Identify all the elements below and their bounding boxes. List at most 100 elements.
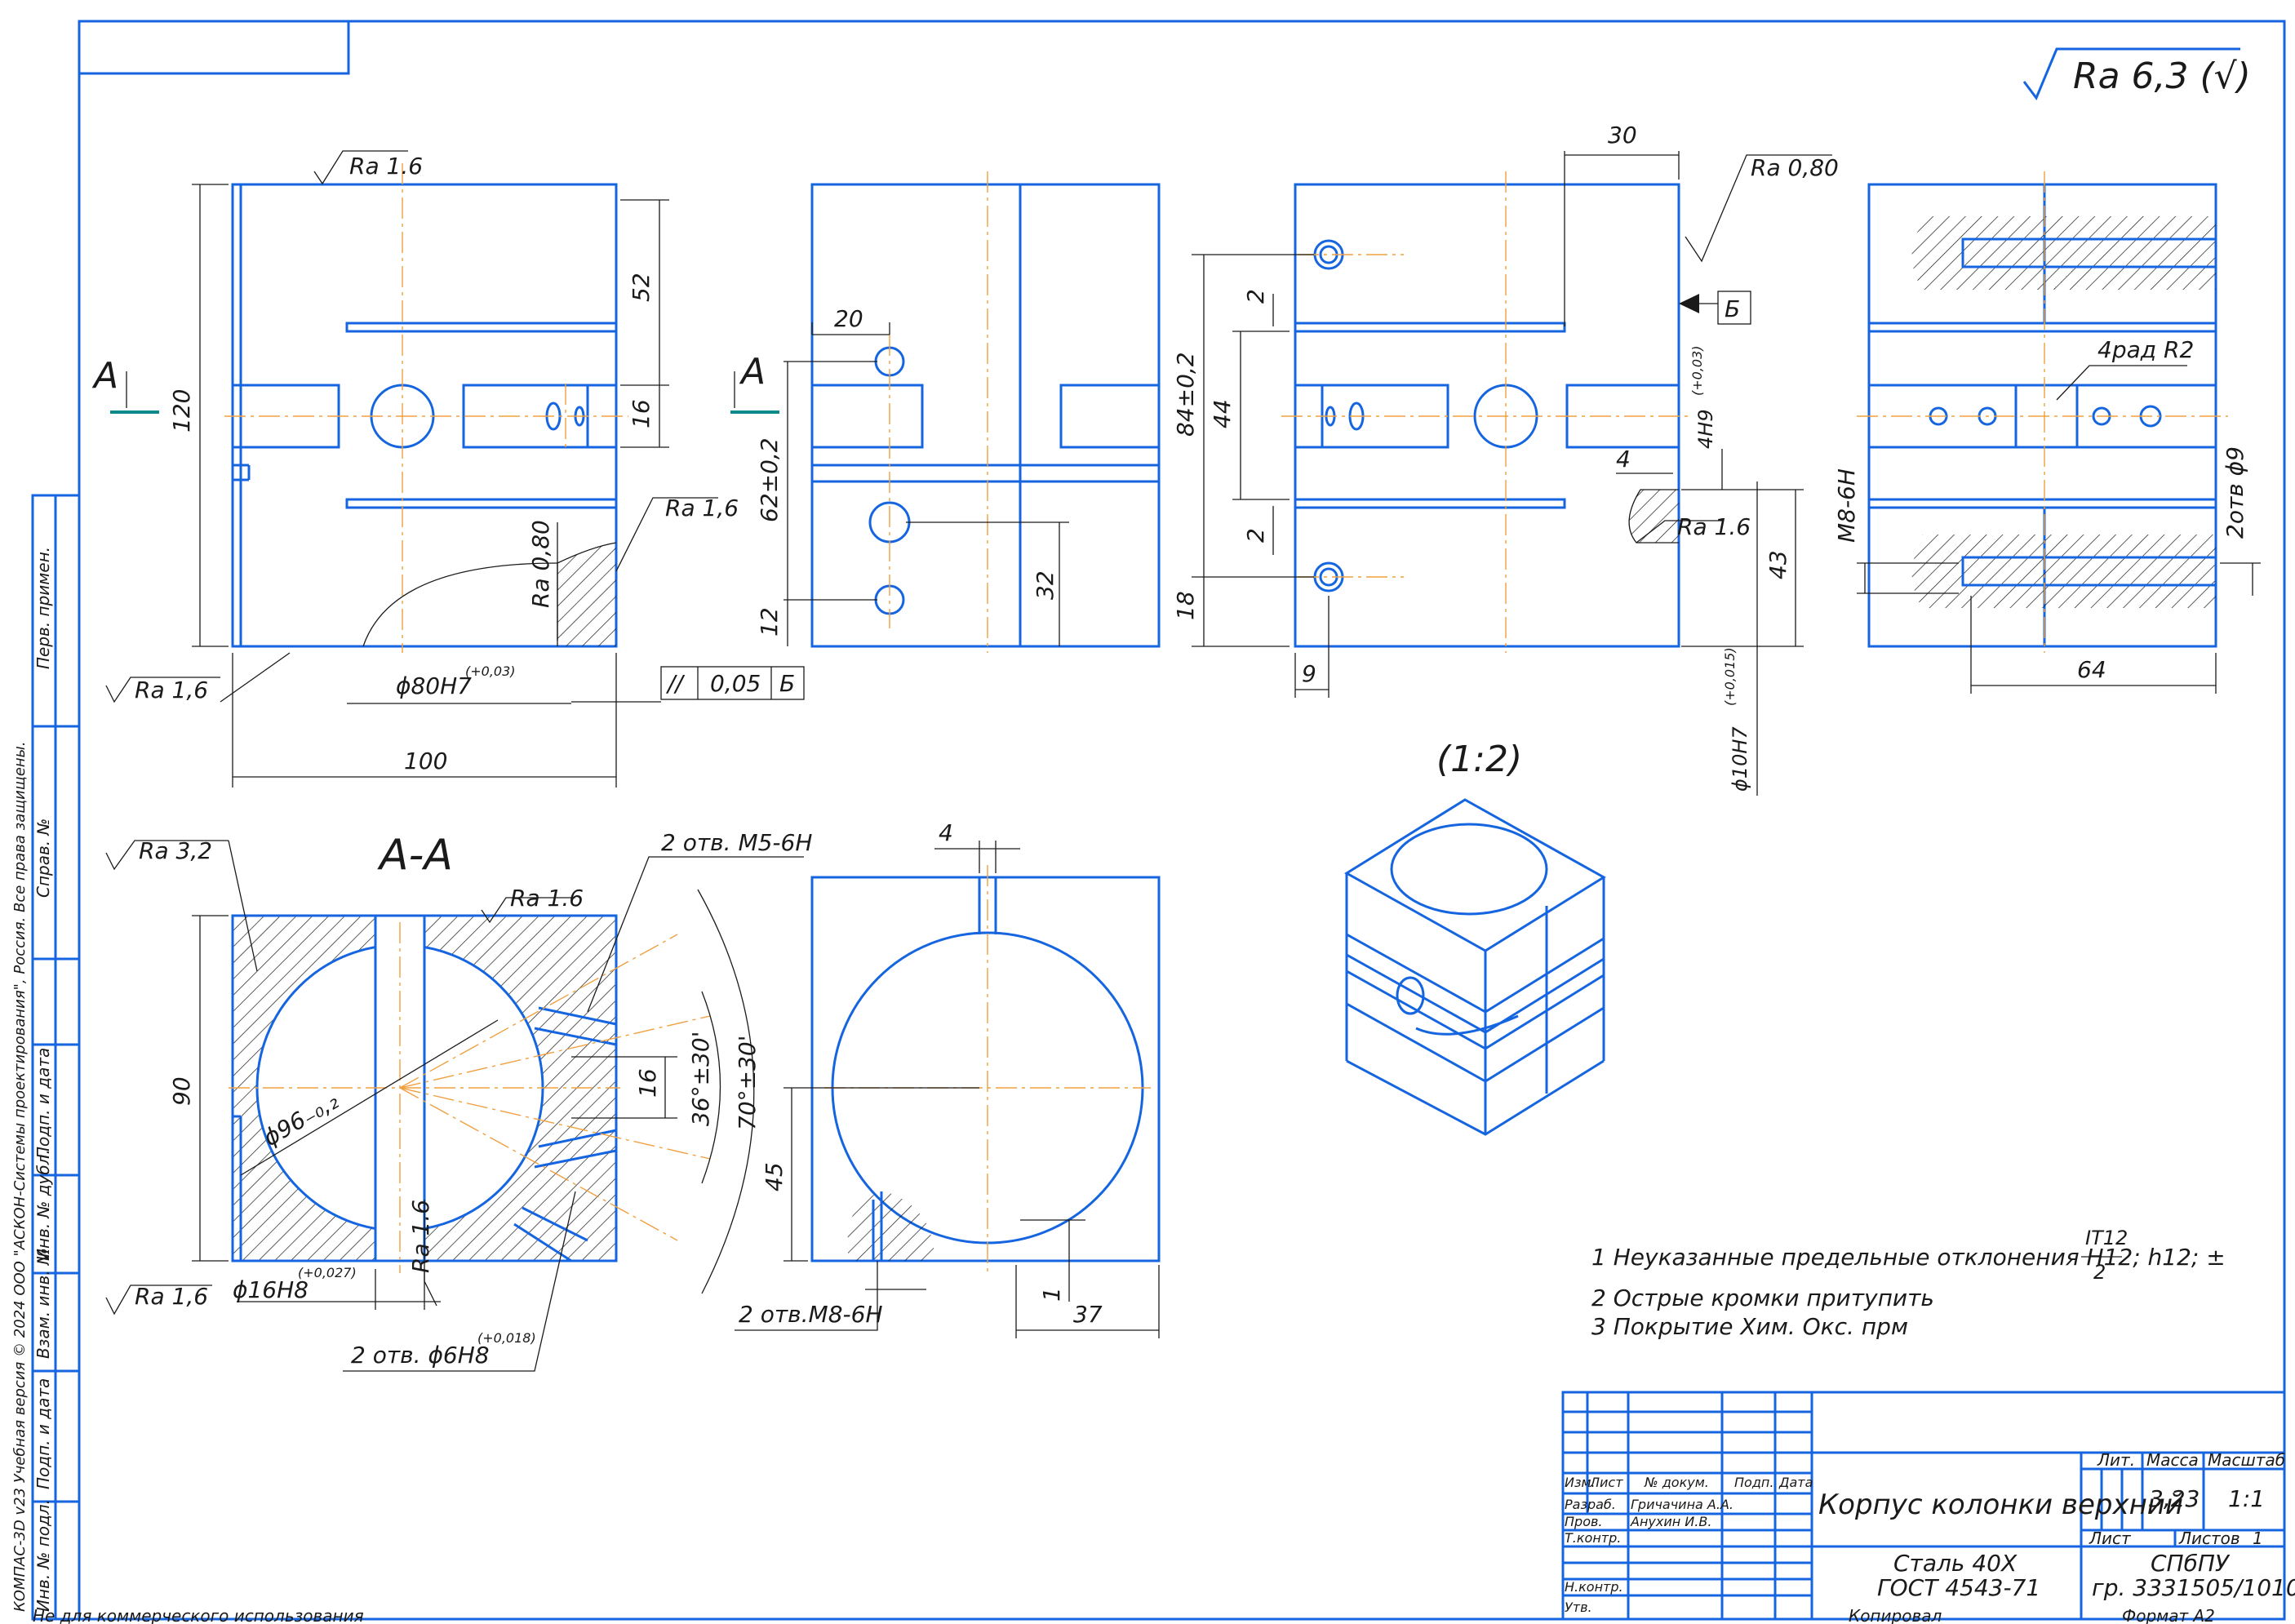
svg-text:16: 16 bbox=[628, 399, 655, 428]
section-aa-dims: 90 ϕ96₋₀,₂ ϕ16H8 (+0,027) 16 36°±30' 70°… bbox=[105, 829, 812, 1372]
view-circle-dims: 4 45 1 37 2 отв.M8-6H bbox=[735, 819, 1160, 1338]
svg-text:(1:2): (1:2) bbox=[1436, 739, 1522, 780]
svg-text:44: 44 bbox=[1209, 399, 1236, 428]
svg-text:СПбПУ: СПбПУ bbox=[2151, 1550, 2231, 1577]
svg-text:70°±30': 70°±30' bbox=[734, 1036, 761, 1130]
svg-text:ϕ16H8: ϕ16H8 bbox=[233, 1276, 309, 1303]
svg-text:Анухин И.В.: Анухин И.В. bbox=[1630, 1514, 1711, 1529]
svg-text:Н.контр.: Н.контр. bbox=[1565, 1579, 1623, 1595]
svg-text:0,05: 0,05 bbox=[710, 670, 761, 697]
svg-text:Ra 6,3 (√): Ra 6,3 (√) bbox=[2073, 55, 2251, 97]
svg-text:Подп.: Подп. bbox=[1734, 1475, 1773, 1490]
svg-text:(+0,03): (+0,03) bbox=[465, 663, 516, 679]
svg-text:Лист: Лист bbox=[1589, 1475, 1623, 1490]
svg-text:Ra 1,6: Ra 1,6 bbox=[135, 677, 208, 703]
svg-text:Б: Б bbox=[1725, 295, 1740, 322]
svg-text:ГОСТ 4543-71: ГОСТ 4543-71 bbox=[1877, 1574, 2040, 1601]
svg-text:36°±30': 36°±30' bbox=[687, 1032, 714, 1126]
svg-text:30: 30 bbox=[1608, 122, 1637, 149]
svg-text:Лист: Лист bbox=[2089, 1529, 2132, 1548]
svg-text:3,23: 3,23 bbox=[2149, 1485, 2200, 1512]
note-1: 1 Неуказанные предельные отклонения H12;… bbox=[1591, 1244, 2226, 1271]
svg-text:M8-6H: M8-6H bbox=[1833, 468, 1860, 543]
svg-text:Ra 3,2: Ra 3,2 bbox=[139, 837, 212, 864]
svg-text:4: 4 bbox=[1616, 446, 1631, 473]
svg-text:2: 2 bbox=[1242, 289, 1269, 304]
svg-text:12: 12 bbox=[756, 607, 783, 637]
svg-text:1:1: 1:1 bbox=[2228, 1485, 2265, 1512]
stamp-sprav: Справ. № bbox=[33, 819, 53, 898]
svg-text:Ra 0,80: Ra 0,80 bbox=[1751, 154, 1839, 181]
svg-text:37: 37 bbox=[1073, 1301, 1103, 1328]
svg-text:Пров.: Пров. bbox=[1565, 1514, 1603, 1529]
svg-text:45: 45 bbox=[761, 1162, 788, 1191]
svg-text:Ra 1.6: Ra 1.6 bbox=[1677, 513, 1751, 540]
svg-text:1: 1 bbox=[2253, 1529, 2263, 1548]
note-3: 3 Покрытие Хим. Окс. прм bbox=[1591, 1313, 1908, 1340]
view-top bbox=[1281, 171, 1689, 653]
svg-text:Копировал: Копировал bbox=[1849, 1606, 1942, 1624]
svg-text:ϕ80H7: ϕ80H7 bbox=[396, 672, 472, 699]
svg-text:2: 2 bbox=[1242, 528, 1269, 543]
stamp-podp-data-2: Подп. и дата bbox=[33, 1378, 53, 1489]
svg-text:1: 1 bbox=[1038, 1287, 1065, 1302]
svg-text:Ra 1.6: Ra 1.6 bbox=[407, 1200, 434, 1273]
svg-text:Б: Б bbox=[779, 670, 795, 697]
svg-text:Гричачина А.А.: Гричачина А.А. bbox=[1631, 1497, 1733, 1512]
svg-text:64: 64 bbox=[2077, 656, 2106, 683]
svg-text:Ra 0,80: Ra 0,80 bbox=[527, 520, 554, 608]
side-stamp-labels: Перв. примен. Справ. № Подп. и дата Инв.… bbox=[11, 547, 53, 1612]
svg-text:Ra 1,6: Ra 1,6 bbox=[665, 495, 739, 521]
svg-text:(+0,027): (+0,027) bbox=[298, 1265, 357, 1280]
svg-text:2отв ϕ9: 2отв ϕ9 bbox=[2222, 446, 2248, 539]
drawing-title: Корпус колонки верхний bbox=[1818, 1489, 2183, 1521]
svg-text:4H9: 4H9 bbox=[1694, 409, 1717, 449]
title-block: Изм. Лист № докум. Подп. Дата Разраб. Пр… bbox=[1561, 1391, 2295, 1621]
svg-text:гр. 3331505/10101: гр. 3331505/10101 bbox=[2092, 1574, 2295, 1601]
svg-text:Формат A2: Формат A2 bbox=[2122, 1606, 2215, 1624]
svg-text:90: 90 bbox=[168, 1076, 195, 1106]
svg-text:2 отв. M5-6H: 2 отв. M5-6H bbox=[661, 829, 812, 856]
svg-text:А-А: А-А bbox=[377, 831, 453, 880]
view-circle bbox=[810, 865, 1161, 1273]
footer: Не для коммерческого использования Копир… bbox=[33, 1606, 2215, 1624]
svg-text:9: 9 bbox=[1302, 660, 1316, 687]
stamp-vzam-inv: Взам. инв. № bbox=[33, 1248, 53, 1359]
technical-notes: 1 Неуказанные предельные отклонения H12;… bbox=[1591, 1227, 2226, 1340]
svg-text://: // bbox=[665, 670, 685, 697]
svg-text:4рад R2: 4рад R2 bbox=[2097, 336, 2194, 363]
svg-text:(+0,03): (+0,03) bbox=[1689, 345, 1705, 396]
svg-text:Масштаб: Масштаб bbox=[2208, 1450, 2285, 1470]
isometric-view: (1:2) bbox=[1344, 739, 1606, 1136]
svg-text:32: 32 bbox=[1032, 570, 1059, 600]
section-aa: А-А bbox=[229, 831, 711, 1273]
note-1-num: IT12 bbox=[2085, 1227, 2128, 1249]
svg-text:16: 16 bbox=[634, 1068, 661, 1098]
view-right-dims: M8-6H 2отв ϕ9 64 4рад R2 bbox=[1833, 336, 2261, 694]
svg-text:(+0,015): (+0,015) bbox=[1722, 647, 1738, 706]
sheet-frame bbox=[31, 20, 2286, 1621]
stamp-podp-data-1: Подп. и дата bbox=[33, 1048, 53, 1159]
svg-text:Ra 1,6: Ra 1,6 bbox=[135, 1283, 208, 1310]
view-front-dims: 120 52 16 100 ϕ80H7 (+0,03) // 0,05 Б Ra… bbox=[91, 150, 805, 788]
svg-text:№ докум.: № докум. bbox=[1644, 1475, 1709, 1490]
svg-text:84±0,2: 84±0,2 bbox=[1172, 352, 1199, 437]
stamp-perv-primen: Перв. примен. bbox=[33, 547, 53, 669]
svg-text:ϕ10H7: ϕ10H7 bbox=[1729, 726, 1751, 792]
svg-text:18: 18 bbox=[1172, 591, 1199, 620]
svg-text:Не для коммерческого использов: Не для коммерческого использования bbox=[33, 1606, 364, 1624]
svg-text:62±0,2: 62±0,2 bbox=[756, 437, 783, 522]
svg-text:А: А bbox=[739, 351, 766, 393]
svg-text:2 отв. ϕ6H8: 2 отв. ϕ6H8 bbox=[351, 1342, 490, 1369]
svg-text:20: 20 bbox=[834, 305, 863, 332]
svg-text:4: 4 bbox=[939, 819, 953, 846]
svg-text:(+0,018): (+0,018) bbox=[477, 1330, 536, 1346]
svg-text:Изм.: Изм. bbox=[1565, 1475, 1596, 1490]
stamp-inv-dubl: Инв. № дубл. bbox=[33, 1149, 53, 1261]
svg-text:52: 52 bbox=[628, 273, 655, 302]
svg-text:Дата: Дата bbox=[1778, 1475, 1813, 1490]
svg-text:Лит.: Лит. bbox=[2097, 1450, 2135, 1470]
view-left-dims: 20 62±0,2 12 32 А bbox=[730, 305, 1069, 646]
svg-text:2 отв.M8-6H: 2 отв.M8-6H bbox=[739, 1301, 883, 1328]
